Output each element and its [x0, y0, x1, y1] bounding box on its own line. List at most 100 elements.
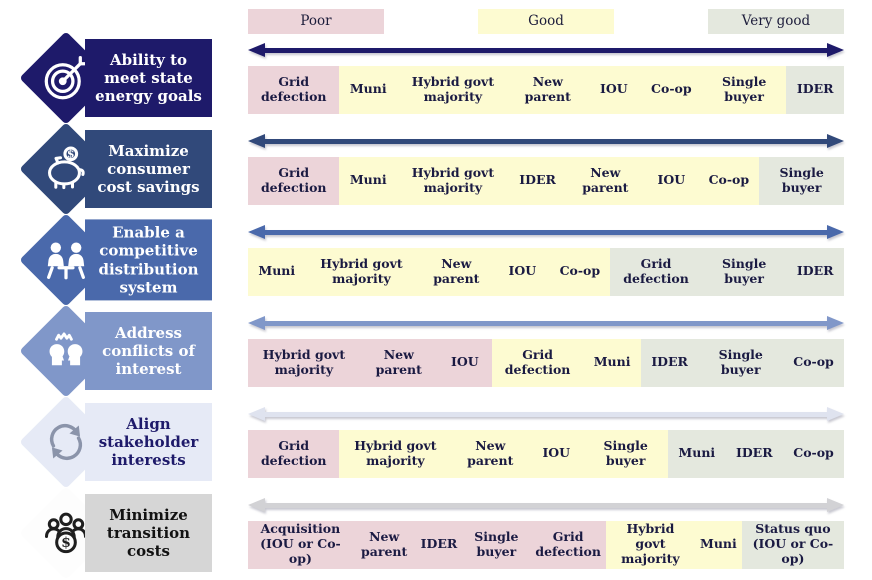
- arrow-left-head: [248, 134, 265, 148]
- option-cell: Muni: [668, 429, 726, 478]
- criterion-label: Ability to meet state energy goals: [85, 39, 212, 117]
- option-cell: Muni: [694, 520, 742, 569]
- option-cell: New parent: [352, 520, 416, 569]
- arrow-bar: [263, 320, 829, 326]
- arrow-right-head: [827, 43, 844, 57]
- criterion-left: Ability to meet state energy goals: [0, 31, 248, 125]
- option-cell: IDER: [786, 65, 844, 114]
- option-cell: Single buyer: [701, 247, 787, 296]
- option-cell: Hybrid govt majority: [605, 520, 695, 569]
- option-cell: Status quo (IOU or Co-op): [741, 520, 844, 569]
- option-cell: Hybrid govt majority: [248, 338, 360, 387]
- arrow-bar: [263, 47, 829, 53]
- svg-text:$: $: [67, 148, 75, 161]
- people-money-icon: $: [38, 505, 94, 561]
- option-cell: Single buyer: [701, 65, 787, 114]
- criterion-left: $ Minimize transition costs: [0, 486, 248, 580]
- option-cell: Muni: [339, 156, 397, 205]
- option-cell: Co-op: [783, 429, 844, 478]
- option-cell: Grid defection: [491, 338, 584, 387]
- legend-poor: Poor: [248, 8, 384, 34]
- arrow-left-head: [248, 316, 265, 330]
- option-cell: IDER: [415, 520, 463, 569]
- criterion-label: Enable a competitive distribution system: [85, 219, 212, 301]
- option-cell: Muni: [248, 247, 306, 296]
- option-cell: IOU: [495, 247, 550, 296]
- option-cell: IOU: [437, 338, 492, 387]
- option-cell: Co-op: [640, 65, 702, 114]
- option-cell: Hybrid govt majority: [397, 156, 509, 205]
- option-cell: Single buyer: [698, 338, 784, 387]
- option-cell: Single buyer: [583, 429, 669, 478]
- option-cell: IOU: [586, 65, 641, 114]
- option-cell: Grid defection: [248, 429, 340, 478]
- arrow-right-head: [827, 225, 844, 239]
- arrow-right-head: [827, 498, 844, 512]
- rating-legend: Poor Good Very good: [248, 0, 844, 34]
- option-cell: Single buyer: [759, 156, 844, 205]
- option-cell: Hybrid govt majority: [305, 247, 418, 296]
- criterion-label: Address conflicts of interest: [85, 312, 212, 390]
- criterion-left: $ Maximize consumer cost savings: [0, 122, 248, 216]
- arrow-bar: [263, 138, 829, 144]
- criterion-label: Minimize transition costs: [85, 494, 212, 572]
- criterion-row: Enable a competitive distribution system…: [0, 213, 872, 307]
- criterion-row: Address conflicts of interest Hybrid govt…: [0, 304, 872, 398]
- option-cell: IDER: [725, 429, 784, 478]
- option-cell: Hybrid govt majority: [339, 429, 452, 478]
- arrow-left-head: [248, 225, 265, 239]
- meeting-people-icon: [38, 232, 94, 288]
- option-cell: IOU: [644, 156, 699, 205]
- option-cell: Muni: [339, 65, 397, 114]
- arrow-bar: [263, 411, 829, 417]
- legend-very-good: Very good: [708, 8, 844, 34]
- criterion-label: Align stakeholder interests: [85, 403, 212, 481]
- legend-good: Good: [478, 8, 614, 34]
- arrow-bar: [263, 502, 829, 508]
- arrow-right-head: [827, 407, 844, 421]
- option-cell: New parent: [359, 338, 438, 387]
- option-cell: IDER: [508, 156, 567, 205]
- option-cell: Muni: [583, 338, 641, 387]
- criterion-row: Align stakeholder interests Grid defectio…: [0, 395, 872, 489]
- option-cell: Hybrid govt majority: [397, 65, 509, 114]
- criterion-left: Align stakeholder interests: [0, 395, 248, 489]
- arrow-bar: [263, 229, 829, 235]
- criterion-row: $ Minimize transition costs Acquisition (I…: [0, 486, 872, 580]
- option-cell: New parent: [451, 429, 530, 478]
- option-cell: Grid defection: [530, 520, 606, 569]
- option-cell: IOU: [529, 429, 584, 478]
- option-cell: Co-op: [698, 156, 760, 205]
- arrow-right-head: [827, 316, 844, 330]
- piggy-bank-icon: $: [38, 141, 94, 197]
- option-cell: Co-op: [549, 247, 611, 296]
- arrow-left-head: [248, 498, 265, 512]
- criterion-label: Maximize consumer cost savings: [85, 130, 212, 208]
- sync-arrows-icon: [38, 414, 94, 470]
- conflict-heads-icon: [38, 323, 94, 379]
- criterion-left: Address conflicts of interest: [0, 304, 248, 398]
- spectrum-arrow: [248, 407, 844, 422]
- option-cell: Acquisition (IOU or Co-op): [248, 520, 353, 569]
- criterion-left: Enable a competitive distribution system: [0, 213, 248, 307]
- option-cell: Single buyer: [462, 520, 531, 569]
- option-cell: New parent: [508, 65, 587, 114]
- arrow-left-head: [248, 43, 265, 57]
- target-dart-icon: [38, 50, 94, 106]
- svg-text:$: $: [61, 535, 71, 551]
- option-cell: Grid defection: [610, 247, 702, 296]
- spectrum-arrow: [248, 134, 844, 149]
- arrow-right-head: [827, 134, 844, 148]
